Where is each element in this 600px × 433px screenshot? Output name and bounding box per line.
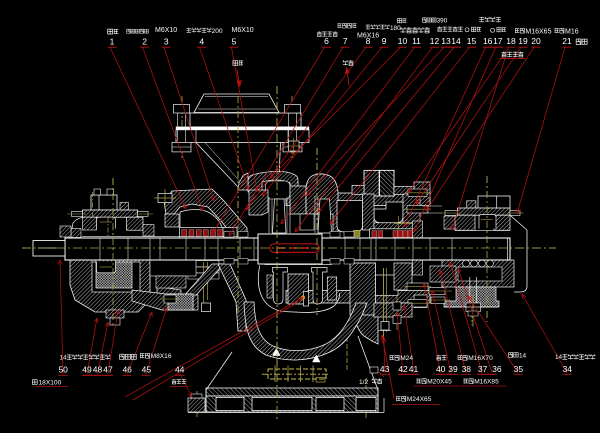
svg-text:O: O (490, 27, 495, 34)
svg-text:M16X70: M16X70 (468, 355, 493, 362)
svg-text:14: 14 (519, 352, 527, 359)
svg-text:390: 390 (437, 18, 448, 25)
svg-text:46: 46 (122, 364, 132, 374)
svg-text:M16: M16 (565, 28, 579, 35)
svg-text:M6X10: M6X10 (232, 27, 254, 34)
svg-text:20: 20 (531, 36, 541, 46)
svg-text:M16X85: M16X85 (474, 379, 499, 386)
svg-text:34: 34 (563, 364, 573, 374)
svg-text:M8X16: M8X16 (151, 353, 172, 360)
svg-text:15: 15 (467, 36, 477, 46)
svg-text:21: 21 (562, 36, 572, 46)
svg-text:13: 13 (441, 36, 451, 46)
svg-text:19: 19 (518, 36, 528, 46)
svg-text:48: 48 (93, 364, 103, 374)
svg-text:1: 1 (110, 36, 115, 46)
svg-text:4: 4 (199, 36, 204, 46)
svg-text:36: 36 (492, 364, 502, 374)
svg-text:45: 45 (142, 364, 152, 374)
svg-text:38: 38 (462, 364, 472, 374)
svg-text:35: 35 (514, 364, 524, 374)
svg-text:M6X16: M6X16 (357, 32, 379, 39)
svg-text:M24: M24 (400, 355, 413, 362)
svg-text:8: 8 (366, 36, 371, 46)
svg-text:10: 10 (398, 36, 408, 46)
svg-text:49: 49 (82, 364, 92, 374)
svg-text:180: 180 (390, 25, 401, 32)
svg-text:M20X45: M20X45 (427, 379, 452, 386)
svg-text:9: 9 (382, 36, 387, 46)
svg-text:M24X65: M24X65 (407, 396, 432, 403)
svg-text:O: O (465, 27, 470, 34)
svg-text:41: 41 (409, 364, 419, 374)
svg-text:12: 12 (430, 36, 440, 46)
svg-text:2: 2 (142, 36, 147, 46)
svg-text:44: 44 (175, 364, 185, 374)
svg-text:39: 39 (448, 364, 458, 374)
svg-text:47: 47 (103, 364, 113, 374)
svg-text:50: 50 (58, 364, 68, 374)
svg-text:14: 14 (555, 354, 563, 361)
svg-text:14: 14 (60, 354, 68, 361)
svg-text:M6X10: M6X10 (155, 27, 177, 34)
svg-text:200: 200 (212, 28, 223, 35)
svg-text:3: 3 (164, 36, 169, 46)
svg-text:17: 17 (493, 36, 503, 46)
svg-text:M16X65: M16X65 (525, 28, 551, 35)
svg-text:37: 37 (478, 364, 488, 374)
svg-text:43: 43 (380, 364, 390, 374)
svg-text:18: 18 (506, 36, 516, 46)
svg-text:11: 11 (412, 36, 421, 46)
svg-text:1/2: 1/2 (359, 379, 368, 386)
svg-text:7: 7 (343, 36, 348, 46)
svg-text:16: 16 (483, 36, 493, 46)
svg-text:6: 6 (324, 36, 329, 46)
svg-text:42: 42 (398, 364, 408, 374)
svg-text:5: 5 (232, 36, 237, 46)
svg-text:40: 40 (436, 364, 446, 374)
svg-text:14: 14 (451, 36, 461, 46)
svg-text:18X100: 18X100 (39, 379, 62, 386)
